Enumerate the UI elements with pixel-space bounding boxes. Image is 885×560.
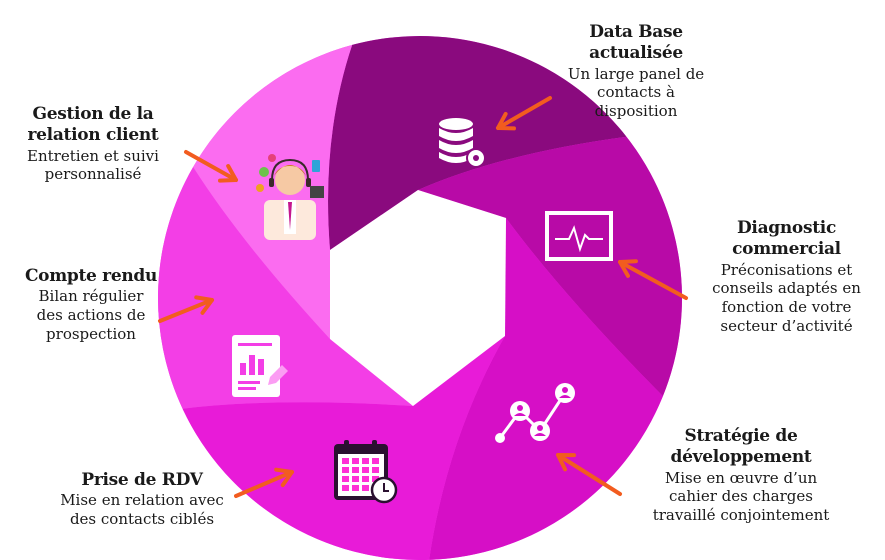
step-title: Data Base	[589, 22, 683, 42]
segment-data-base	[328, 36, 627, 250]
arrow-prise-rdv	[234, 467, 294, 498]
step-description: des actions de	[36, 306, 146, 324]
step-title: Compte rendu	[24, 266, 158, 286]
segment-compte-rendu	[158, 167, 413, 409]
segment-diagnostic	[418, 136, 683, 397]
network-people-icon	[495, 383, 575, 443]
step-compte-rendu: Compte rendu Bilan régulier des actions …	[6, 266, 176, 344]
arrow-data-base	[496, 96, 552, 131]
step-title: actualisée	[589, 43, 683, 64]
step-title: commercial	[732, 239, 841, 260]
step-description: travaillé conjointement	[652, 506, 830, 524]
center-hexagon	[330, 190, 506, 406]
step-description: Mise en œuvre d’un	[664, 468, 818, 487]
customer-service-agent-icon	[256, 154, 324, 240]
step-description: des contacts ciblés	[69, 510, 215, 528]
step-description: fonction de votre	[721, 298, 852, 316]
heartbeat-monitor-icon	[545, 211, 613, 261]
step-title: Diagnostic	[736, 218, 837, 238]
arrow-strategie	[556, 453, 622, 496]
step-description: conseils adaptés en	[712, 279, 861, 298]
arrow-compte-rendu	[158, 295, 214, 323]
step-description: personnalisé	[44, 165, 142, 184]
segment-strategie	[429, 218, 663, 560]
step-description: prospection	[46, 324, 136, 343]
step-description: Bilan régulier	[38, 287, 144, 306]
arrow-diagnostic	[618, 259, 688, 300]
database-gear-icon	[439, 118, 486, 168]
step-description: cahier des charges	[669, 487, 813, 506]
report-chart-icon	[232, 335, 288, 397]
step-title: développement	[670, 447, 812, 468]
step-description: Mise en relation avec	[60, 491, 224, 510]
step-title: Gestion de la	[32, 104, 154, 124]
step-data-base: Data Base actualisée Un large panel de c…	[556, 22, 716, 121]
step-description: disposition	[594, 102, 678, 120]
calendar-clock-icon	[334, 440, 398, 504]
step-title: Stratégie de	[684, 426, 798, 446]
arrow-gestion-relation-client	[184, 150, 238, 183]
step-title: relation client	[27, 125, 159, 146]
step-description: contacts à	[597, 83, 675, 102]
step-diagnostic: Diagnostic commercial Préconisations et …	[694, 218, 879, 336]
step-description: Entretien et suivi	[27, 146, 159, 165]
step-prise-rdv: Prise de RDV Mise en relation avec des c…	[42, 470, 242, 529]
step-description: Un large panel de	[567, 64, 705, 83]
step-title: Prise de RDV	[81, 470, 203, 490]
step-description: Préconisations et	[720, 260, 853, 279]
step-description: secteur d’activité	[720, 316, 853, 335]
segment-gestion-relation-client	[193, 44, 353, 340]
step-strategie: Stratégie de développement Mise en œuvre…	[636, 426, 846, 525]
step-gestion-relation-client: Gestion de la relation client Entretien …	[8, 104, 178, 184]
